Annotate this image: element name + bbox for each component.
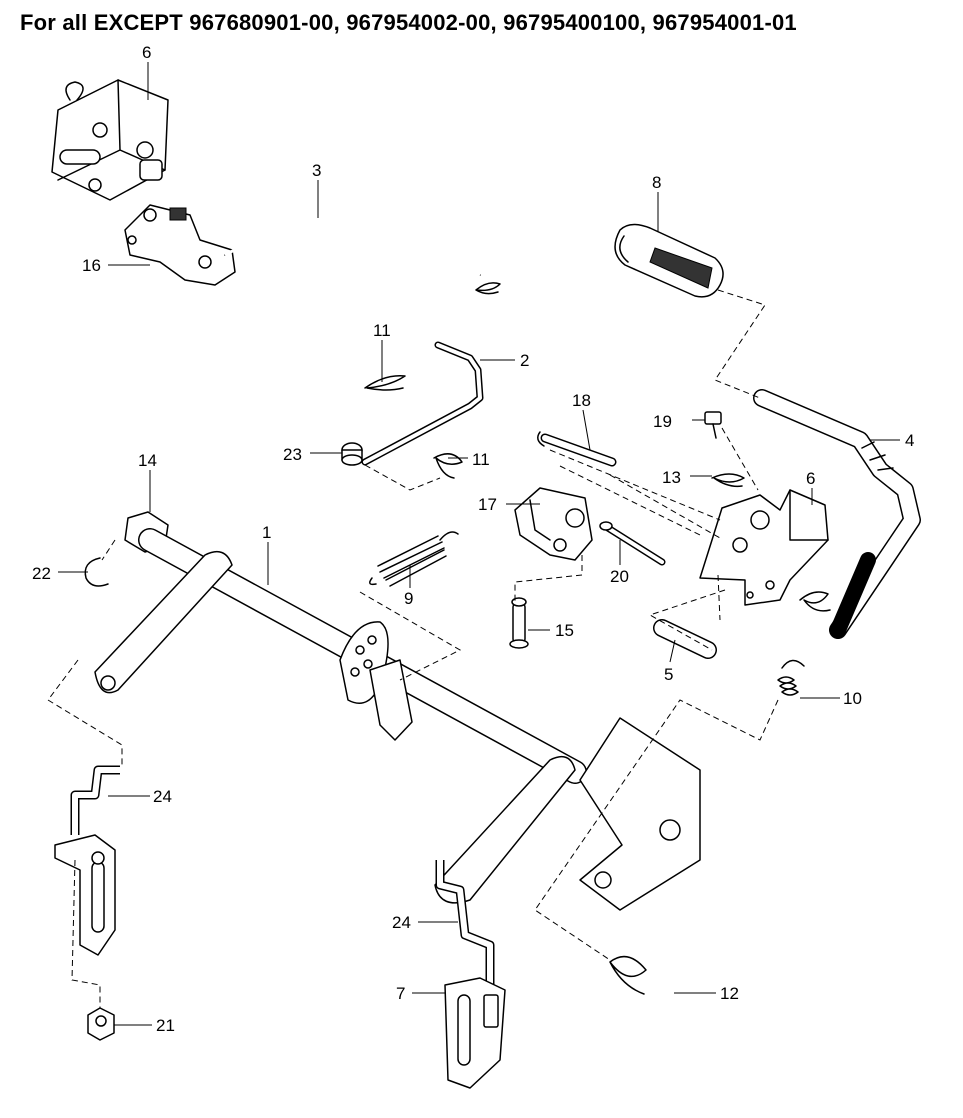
- part-4-lever-rod: [753, 389, 921, 639]
- callout-13: 13: [662, 468, 681, 487]
- callout-7: 7: [396, 984, 405, 1003]
- callout-18: 18: [572, 391, 591, 410]
- callout-6-top: 6: [142, 43, 151, 62]
- part-shoe-bracket-left: [54, 834, 116, 956]
- part-8-handle-grip: [614, 223, 724, 298]
- part-16-pivot-bracket: [124, 204, 236, 286]
- callout-24-left: 24: [153, 787, 172, 806]
- callout-9: 9: [404, 589, 413, 608]
- dashed-connection-lines: [47, 289, 779, 1008]
- callout-6-right: 6: [806, 469, 815, 488]
- callout-labels: 6 3 8 16 11 2 18 19 4 23 11 14 13 6 17 1…: [32, 43, 914, 1035]
- part-2-bent-rod: [361, 341, 484, 466]
- part-22-e-clip: [84, 557, 109, 587]
- part-11-clip-bottom: [433, 453, 463, 479]
- callout-11-top: 11: [373, 321, 391, 340]
- part-24-rod-bottom: [435, 860, 495, 985]
- callout-leaders: [58, 62, 900, 1026]
- part-20-bolt: [599, 521, 666, 566]
- callout-2: 2: [520, 351, 529, 370]
- part-6-bracket-top: [51, 79, 169, 201]
- part-7-shoe-bracket: [444, 977, 506, 1089]
- callout-10: 10: [843, 689, 862, 708]
- callout-11-bottom: 11: [472, 450, 490, 469]
- callout-20: 20: [610, 567, 629, 586]
- callout-12: 12: [720, 984, 739, 1003]
- part-19-screw: [704, 411, 722, 439]
- part-13-clip: [711, 473, 745, 488]
- callout-3: 3: [312, 161, 321, 180]
- callout-4: 4: [905, 431, 914, 450]
- callout-1: 1: [262, 523, 271, 542]
- part-11-clip-top: [364, 375, 406, 391]
- part-1-shaft-assembly: [94, 528, 701, 911]
- callout-24-bottom: 24: [392, 913, 411, 932]
- part-15-clevis-pin: [509, 597, 529, 649]
- part-21-nut: [87, 1007, 115, 1041]
- part-3-rod: [224, 213, 501, 295]
- callout-15: 15: [555, 621, 574, 640]
- callout-22: 22: [32, 564, 51, 583]
- callout-8: 8: [652, 173, 661, 192]
- page-title: For all EXCEPT 967680901-00, 967954002-0…: [20, 10, 797, 35]
- part-9-spring: [369, 531, 459, 587]
- callout-16: 16: [82, 256, 101, 275]
- callout-14: 14: [138, 451, 157, 470]
- part-17-pivot-block: [514, 487, 593, 561]
- part-5-spacer: [653, 619, 717, 659]
- callout-23: 23: [283, 445, 302, 464]
- part-12-hairpin-clip: [609, 955, 647, 995]
- part-23-bushing: [341, 442, 363, 466]
- part-24-rod-left: [70, 765, 120, 835]
- callout-19: 19: [653, 412, 672, 431]
- callout-5: 5: [664, 665, 673, 684]
- callout-17: 17: [478, 495, 497, 514]
- part-6-bracket-right: [699, 489, 831, 612]
- part-10-spring: [777, 659, 805, 696]
- callout-21: 21: [156, 1016, 175, 1035]
- part-18-pin: [537, 431, 617, 467]
